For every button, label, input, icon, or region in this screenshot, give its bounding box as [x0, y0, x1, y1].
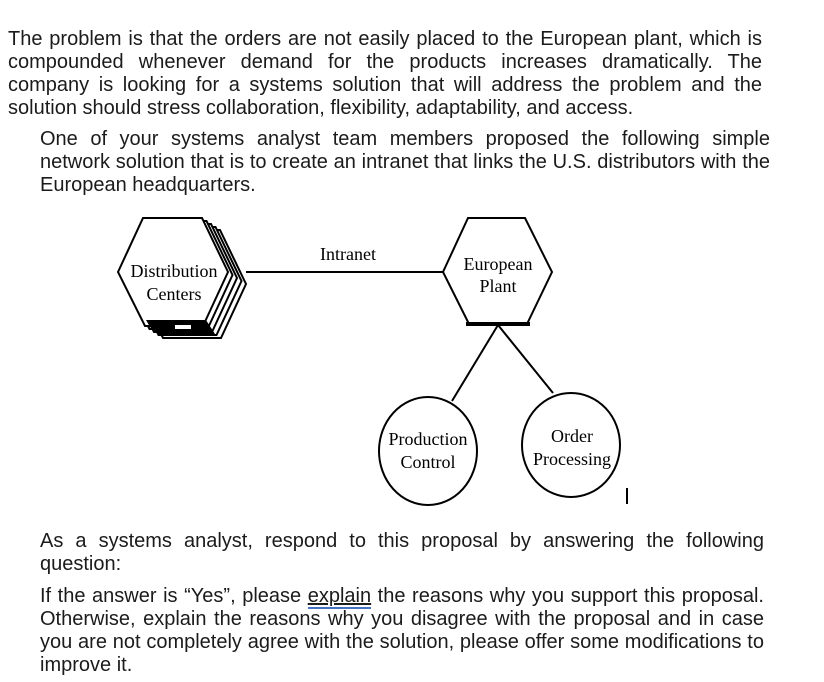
paragraph-question: If the answer is “Yes”, please explain t…: [40, 585, 764, 677]
distribution-centers-node: Distribution Centers: [116, 217, 248, 339]
hexagon-bottom-ink-gap: [175, 325, 191, 329]
european-plant-node: European Plant: [441, 217, 554, 326]
underlined-word-explain: explain: [307, 585, 372, 609]
order-processing-node: Order Processing: [521, 392, 621, 498]
distribution-centers-hexagon: [116, 217, 230, 327]
paragraph-proposal-intro: One of your systems analyst team members…: [40, 128, 770, 196]
paragraph-problem-statement: The problem is that the orders are not e…: [8, 28, 762, 119]
order-processing-circle: [521, 392, 621, 498]
link-to-production-control: [451, 324, 499, 402]
production-control-node: Production Control: [378, 396, 478, 506]
question-text-after: the reasons why you support this proposa…: [40, 585, 764, 676]
distribution-centers-label-line1: Distribution: [130, 261, 217, 281]
order-processing-label-line1: Order: [551, 426, 593, 446]
intranet-label: Intranet: [320, 244, 376, 264]
order-processing-label-line2: Processing: [533, 449, 611, 469]
distribution-centers-label-line2: Centers: [147, 284, 202, 304]
european-plant-label-line1: European: [464, 254, 533, 274]
text-cursor: [626, 488, 628, 504]
production-control-label-line1: Production: [389, 429, 468, 449]
network-diagram: Distribution Centers Intranet European P…: [116, 217, 628, 506]
link-to-order-processing: [497, 324, 554, 394]
production-control-circle: [378, 396, 478, 506]
european-plant-label-line2: Plant: [479, 276, 516, 296]
paragraph-analyst-instruction: As a systems analyst, respond to this pr…: [40, 530, 764, 575]
question-text-before: If the answer is “Yes”, please: [40, 585, 308, 607]
production-control-label-line2: Control: [400, 452, 455, 472]
